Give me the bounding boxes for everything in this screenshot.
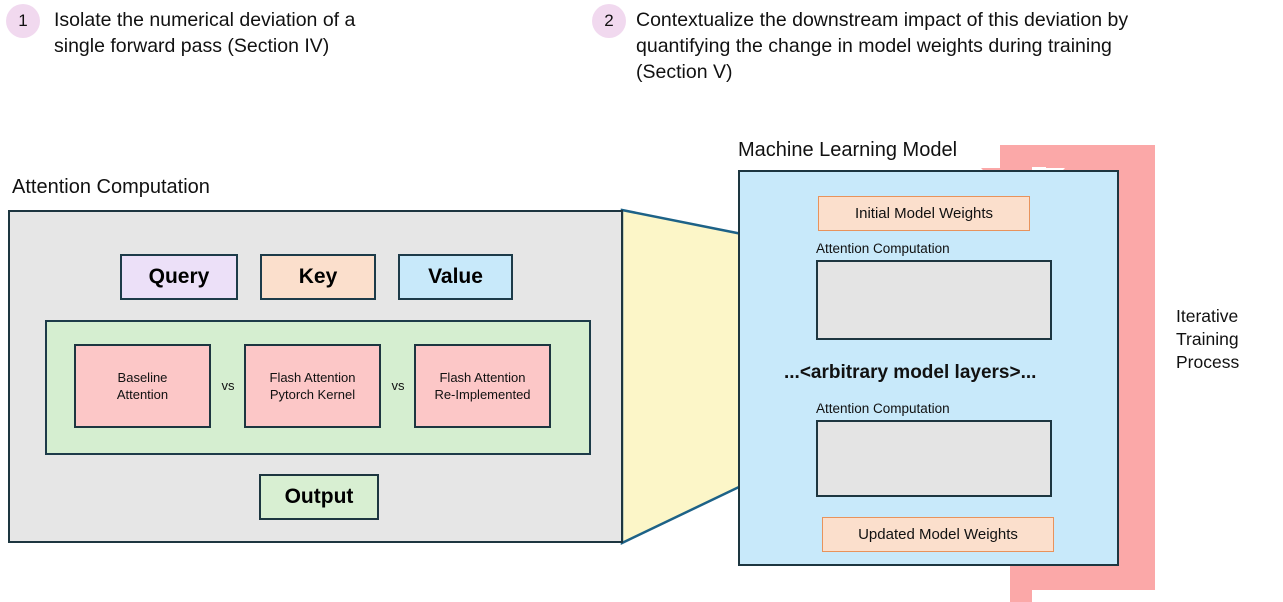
left-panel-title: Attention Computation [12, 176, 210, 198]
value-box: Value [398, 254, 513, 300]
attention-computation-slot-bottom [816, 420, 1052, 497]
vs-separator-2-label: vs [391, 378, 405, 393]
arbitrary-model-layers-label: ...<arbitrary model layers>... [784, 362, 1037, 383]
vs-separator-1: vs [216, 378, 240, 393]
bullet-item-1: 1 Isolate the numerical deviation of a s… [6, 4, 355, 59]
attention-computation-label-bottom: Attention Computation [816, 401, 950, 416]
flash-attention-pytorch-kernel-label: Flash Attention Pytorch Kernel [269, 370, 356, 402]
attention-computation-panel: Query Key Value Baseline Attention vs Fl… [8, 210, 623, 543]
loop-arrow-tail-bottom [1010, 568, 1032, 602]
updated-model-weights-box: Updated Model Weights [822, 517, 1054, 552]
query-label: Query [148, 265, 210, 288]
flash-attention-reimplemented-label: Flash Attention Re-Implemented [434, 370, 531, 402]
flash-attention-reimplemented-box: Flash Attention Re-Implemented [414, 344, 551, 428]
bullet-text-2: Contextualize the downstream impact of t… [636, 9, 1129, 83]
output-box: Output [259, 474, 379, 520]
vs-separator-1-label: vs [221, 378, 235, 393]
baseline-attention-box: Baseline Attention [74, 344, 211, 428]
bullet-number-badge-2: 2 [592, 4, 626, 38]
key-label: Key [298, 265, 338, 288]
flash-attention-pytorch-kernel-box: Flash Attention Pytorch Kernel [244, 344, 381, 428]
bullet-number-badge-1: 1 [6, 4, 40, 38]
attention-computation-label-top: Attention Computation [816, 241, 950, 256]
right-panel-title: Machine Learning Model [738, 139, 958, 161]
vs-separator-2: vs [386, 378, 410, 393]
query-box: Query [120, 254, 238, 300]
bullet-text-1: Isolate the numerical deviation of a sin… [54, 9, 356, 57]
iterative-training-process-note: Iterative Training Process [1176, 306, 1240, 372]
initial-model-weights-box: Initial Model Weights [818, 196, 1030, 231]
loop-arrow-top-segment [1010, 145, 1155, 167]
loop-arrow-bottom-segment [1010, 568, 1155, 590]
baseline-attention-label: Baseline Attention [116, 370, 169, 402]
output-label: Output [284, 485, 354, 508]
key-box: Key [260, 254, 376, 300]
value-label: Value [428, 265, 483, 288]
bullet-item-2: 2 Contextualize the downstream impact of… [592, 4, 1128, 85]
attention-computation-slot-top [816, 260, 1052, 340]
updated-model-weights-label: Updated Model Weights [858, 526, 1018, 543]
machine-learning-model-panel: Initial Model Weights Attention Computat… [738, 170, 1119, 566]
loop-arrow-right-segment [1133, 145, 1155, 590]
implementation-comparison-band: Baseline Attention vs Flash Attention Py… [45, 320, 591, 455]
initial-model-weights-label: Initial Model Weights [854, 205, 994, 222]
